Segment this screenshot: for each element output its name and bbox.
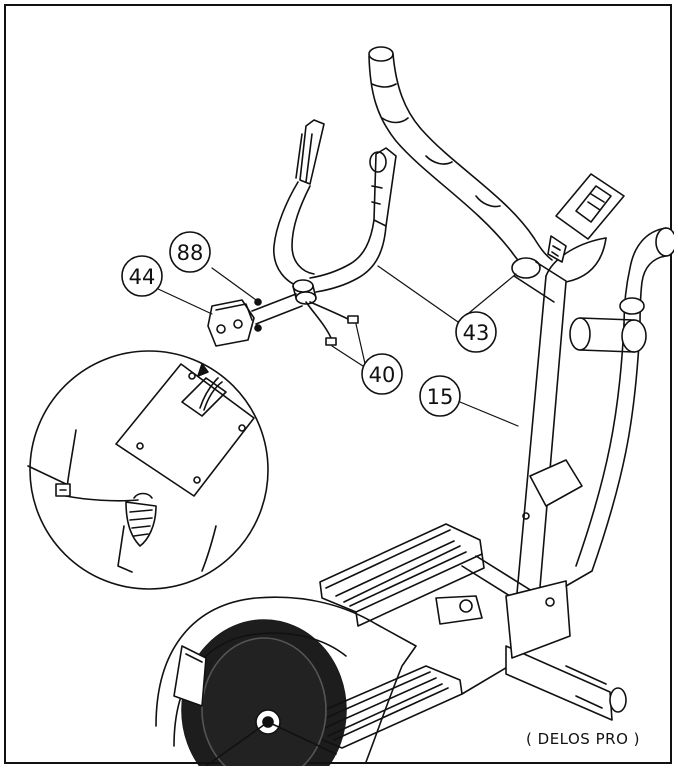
main-mast <box>513 173 647 639</box>
diagram-frame: 88 44 43 40 15 ( DELOS PRO ) <box>4 4 674 766</box>
pedal-assembly <box>305 459 627 749</box>
callout-15: 15 <box>419 375 461 417</box>
right-arm-tube <box>575 227 674 572</box>
callout-44-label: 44 <box>129 265 156 289</box>
callout-40-label: 40 <box>369 363 396 387</box>
rear-handlebar <box>368 46 567 303</box>
callout-44: 44 <box>121 255 163 297</box>
callout-88: 88 <box>169 231 211 273</box>
sensor-wires-40 <box>305 301 359 346</box>
elliptical-assembly-drawing: 88 44 43 40 15 <box>27 46 674 766</box>
callout-15-label: 15 <box>427 385 454 409</box>
callout-43-label: 43 <box>463 321 490 345</box>
callout-88-label: 88 <box>177 241 204 265</box>
model-label: ( DELOS PRO ) <box>526 730 640 748</box>
flywheel-housing <box>155 596 417 766</box>
fixing-block-44 <box>207 298 262 347</box>
callout-43: 43 <box>455 311 497 353</box>
left-handlebar <box>251 119 397 325</box>
detail-inset <box>27 350 269 590</box>
callout-40: 40 <box>361 353 403 395</box>
